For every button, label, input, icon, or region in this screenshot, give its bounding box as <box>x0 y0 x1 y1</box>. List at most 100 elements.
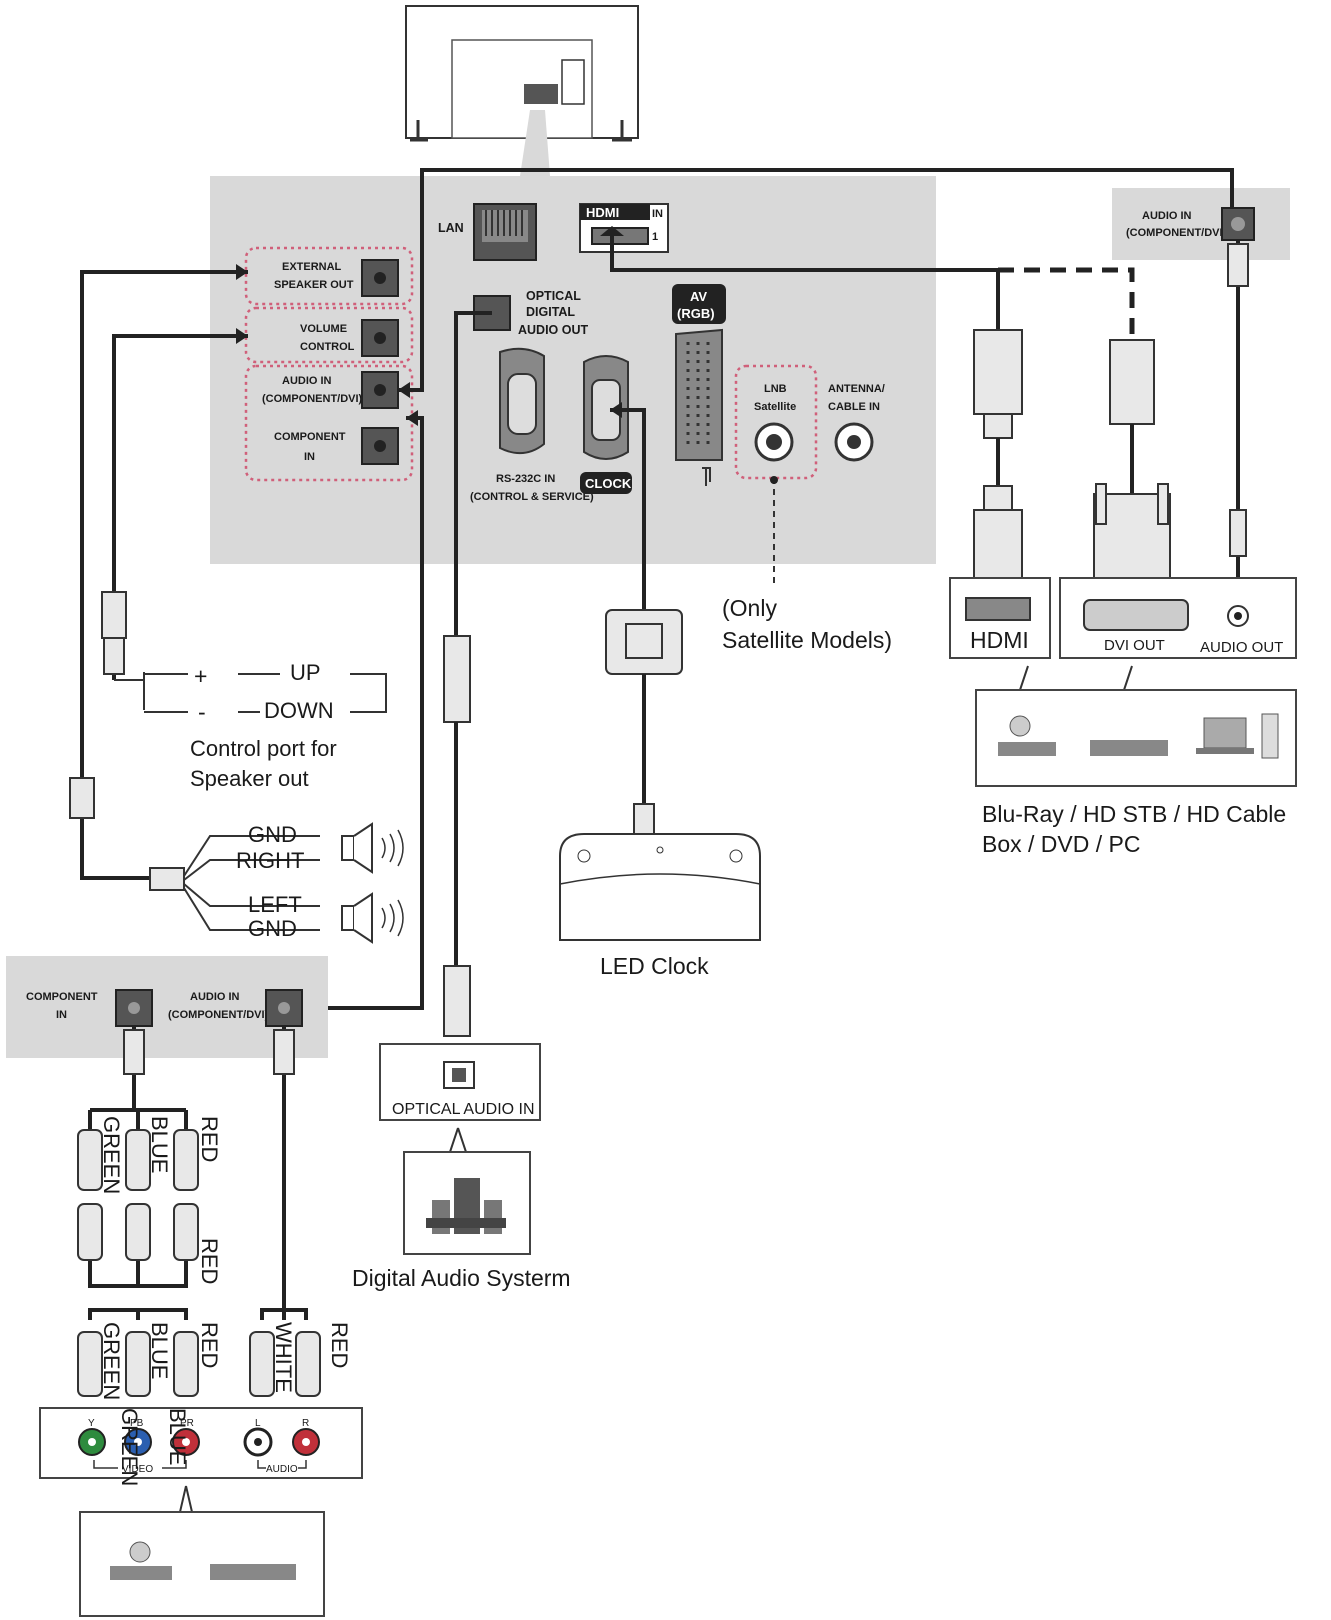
home-theater-icon <box>426 1178 506 1234</box>
lnb-label-1: LNB <box>764 383 787 395</box>
lan-port[interactable] <box>473 203 537 261</box>
speaker-right: RIGHT <box>236 848 304 873</box>
control-up: UP <box>290 660 321 685</box>
hd-stb-icon <box>1090 740 1168 756</box>
av-label: AV <box>690 289 707 304</box>
lnb-label-2: Satellite <box>754 401 796 413</box>
antenna-label-2: CABLE IN <box>828 401 880 413</box>
component-panel-in-jack[interactable] <box>115 989 153 1027</box>
component-bluray-icon <box>110 1541 172 1580</box>
optical-cable <box>454 311 492 636</box>
digital-audio-caption: Digital Audio Systerm <box>352 1265 571 1291</box>
av-rgb-badge <box>672 284 726 324</box>
tv-audio-in-label-1: AUDIO IN <box>282 375 332 387</box>
control-caption-2: Speaker out <box>190 766 309 791</box>
audio-out-label: AUDIO OUT <box>1200 639 1283 656</box>
rca-row1-red: RED <box>197 1116 222 1162</box>
rs232c-port[interactable] <box>499 347 545 455</box>
hdmi-device-caption-2: Box / DVD / PC <box>982 831 1140 857</box>
audio-in-cable <box>398 168 1234 392</box>
label-r: R <box>302 1418 309 1429</box>
rca-row3-blue: BLUE <box>147 1322 172 1379</box>
optical-out-label-2: DIGITAL <box>526 305 575 319</box>
clock-port-label: CLOCK <box>585 476 632 491</box>
control-down: DOWN <box>264 698 334 723</box>
satellite-note-1: (Only <box>722 595 777 621</box>
volume-control-highlight <box>244 306 414 364</box>
right-audio-in-label-2: (COMPONENT/DVI) <box>1126 227 1227 239</box>
label-video: VIDEO <box>122 1464 153 1475</box>
optical-out-label-1: OPTICAL <box>526 289 581 303</box>
rca-row-2 <box>77 1203 199 1261</box>
hdmi-plug-top <box>973 329 1023 439</box>
rs232c-label-1: RS-232C IN <box>496 473 555 485</box>
tv-component-in-label-2: IN <box>304 451 315 463</box>
volume-control-cable <box>112 334 248 680</box>
component-panel-audio-label-2: (COMPONENT/DVI) <box>168 1009 269 1021</box>
external-speaker-label-2: SPEAKER OUT <box>274 279 354 291</box>
lan-label: LAN <box>438 221 464 235</box>
hdmi-cable <box>610 236 1000 330</box>
antenna-label-1: ANTENNA/ <box>828 383 885 395</box>
speaker-gnd-bottom: GND <box>248 916 297 941</box>
right-audio-panel <box>1112 188 1290 260</box>
tv-component-in-label-1: COMPONENT <box>274 431 346 443</box>
rca-audio-white: WHITE <box>271 1322 296 1393</box>
speaker-gnd-top: GND <box>248 822 297 847</box>
clock-plug <box>605 609 683 675</box>
hdmi-plug-bottom <box>973 485 1023 587</box>
led-clock-device <box>559 833 761 941</box>
overlap-blue: BLUE <box>165 1408 190 1465</box>
component-panel-in-label-1: COMPONENT <box>26 991 98 1003</box>
rca-row3-green: GREEN <box>99 1322 124 1400</box>
overlap-green: GREEN <box>117 1408 142 1486</box>
hdmi-device-label: HDMI <box>970 627 1029 653</box>
lnb-highlight <box>734 364 818 480</box>
rca-row2-red: RED <box>197 1238 222 1284</box>
audio-component-highlight <box>244 364 414 482</box>
clock-badge <box>580 472 632 494</box>
volume-control-label-2: CONTROL <box>300 341 355 353</box>
bluray-player-icon <box>998 715 1056 756</box>
control-plus: + <box>194 663 207 689</box>
hdmi-logo: HDMI <box>586 205 619 220</box>
rca-audio-red: RED <box>327 1322 352 1368</box>
rca-row3-red: RED <box>197 1322 222 1368</box>
external-speaker-cable <box>80 270 248 880</box>
led-clock-label: LED Clock <box>600 953 709 979</box>
speaker-splitter <box>149 867 185 891</box>
scart-port[interactable] <box>675 328 723 486</box>
right-audio-in-label-1: AUDIO IN <box>1142 210 1192 222</box>
hdmi-in-port[interactable] <box>579 203 669 253</box>
hdmi-device-caption-1: Blu-Ray / HD STB / HD Cable <box>982 801 1286 827</box>
external-speaker-highlight <box>244 246 414 306</box>
speaker-left-icon <box>341 892 404 944</box>
label-audio: AUDIO <box>266 1464 298 1475</box>
dvi-dashed-cable <box>998 267 1135 340</box>
rca-row-1 <box>77 1129 199 1191</box>
rca-row1-green: GREEN <box>99 1116 124 1194</box>
optical-audio-in-label: OPTICAL AUDIO IN <box>392 1101 535 1118</box>
tv-connector-panel <box>210 176 936 564</box>
tv-audio-in-label-2: (COMPONENT/DVI) <box>262 393 363 405</box>
tv-back-illustration <box>405 5 639 176</box>
hdmi-port-number: 1 <box>652 231 658 243</box>
component-dvd-icon <box>210 1564 296 1580</box>
component-panel-audio-label-1: AUDIO IN <box>190 991 240 1003</box>
hdmi-in-label: IN <box>652 208 663 220</box>
rca-row1-blue: BLUE <box>147 1116 172 1173</box>
satellite-note-2: Satellite Models) <box>722 627 892 653</box>
speaker-right-icon <box>341 822 404 874</box>
control-minus: - <box>198 699 206 725</box>
dvi-plug <box>1093 339 1171 591</box>
label-l: L <box>255 1418 261 1429</box>
rgb-label: (RGB) <box>677 306 715 321</box>
component-panel-in-label-2: IN <box>56 1009 67 1021</box>
clock-port[interactable] <box>583 355 629 460</box>
volume-control-label-1: VOLUME <box>300 323 347 335</box>
optical-out-label-3: AUDIO OUT <box>518 323 589 337</box>
rca-row-3 <box>77 1331 321 1397</box>
label-y: Y <box>88 1418 95 1429</box>
external-speaker-label-1: EXTERNAL <box>282 261 342 273</box>
